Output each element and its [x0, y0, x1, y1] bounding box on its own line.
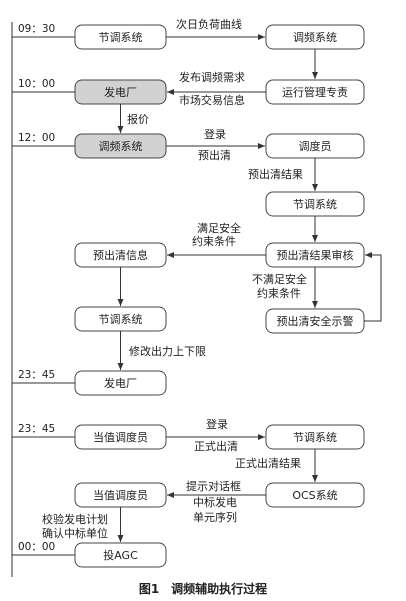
time-label-2345-b: 23：45: [18, 423, 55, 435]
edge-label-baojia: 报价: [127, 112, 149, 126]
edge-label-manzu-2: 约束条件: [192, 234, 236, 248]
node-yuchuqing-shenhe-label: 预出清结果审核: [277, 248, 354, 262]
edge-label-denglu-2: 登录: [206, 417, 228, 431]
edge-label-manzu-1: 满足安全: [197, 221, 241, 235]
node-fadianchang-1-label: 发电厂: [104, 85, 137, 99]
node-jietiao-3-label: 节调系统: [99, 313, 143, 326]
edge-label-jiaoyan-1: 校验发电计划: [42, 512, 108, 526]
node-diaoduyuan-label: 调度员: [299, 139, 332, 153]
node-anquan-shijing-label: 预出清安全示警: [277, 314, 354, 328]
node-ocs-label: OCS系统: [292, 489, 337, 502]
edge-label-zhengshi-jieguo: 正式出清结果: [235, 456, 301, 470]
edge-label-fuhe: 次日负荷曲线: [176, 17, 242, 31]
edge-label-jieguo: 预出清结果: [248, 167, 303, 181]
time-label-0930: 09：30: [18, 23, 55, 35]
edge-label-tishi: 提示对话框: [186, 479, 241, 493]
time-label-0000: 00：00: [18, 541, 55, 553]
edge-label-zhengshi: 正式出清: [194, 439, 238, 453]
node-jietiao-2-label: 节调系统: [293, 198, 337, 211]
edge-label-yuchuqing: 预出清: [198, 148, 231, 162]
node-tiaopin-xitong-label: 调频系统: [293, 30, 337, 44]
figure-caption: 图1 调频辅助执行过程: [139, 581, 267, 596]
edge-label-zhongbiao-2: 单元序列: [193, 510, 237, 524]
time-label-1200: 12：00: [18, 132, 55, 144]
edge-label-fabu-2: 市场交易信息: [179, 93, 245, 107]
edge-label-bumanzu-1: 不满足安全: [252, 272, 307, 286]
edge-label-jiaoyan-2: 确认中标单位: [42, 526, 108, 540]
edge-label-denglu-1: 登录: [204, 127, 226, 141]
node-yuchuqing-xinxi-label: 预出清信息: [93, 248, 148, 262]
node-jietiao-4-label: 节调系统: [293, 431, 337, 444]
node-fadianchang-2-label: 发电厂: [104, 376, 137, 390]
node-tou-agc: [74, 542, 167, 568]
edge-label-xiugai: 修改出力上下限: [129, 344, 206, 358]
edge-label-bumanzu-2: 约束条件: [257, 286, 301, 300]
node-dangzhi-2-label: 当值调度员: [93, 488, 148, 502]
edge-label-fabu-1: 发布调频需求: [179, 70, 245, 84]
edge-shijing-loop-back: [364, 252, 382, 322]
node-tiaopin-2-label: 调频系统: [99, 139, 143, 153]
edge-label-zhongbiao-1: 中标发电: [193, 495, 237, 509]
time-label-2345-a: 23：45: [18, 369, 55, 381]
node-yunxing-guanli-label: 运行管理专责: [282, 85, 348, 99]
node-dangzhi-1-label: 当值调度员: [93, 430, 148, 444]
node-tou-agc-label: 投AGC: [103, 548, 138, 562]
node-fadianchang-2: [74, 370, 167, 396]
node-jietiao-1-label: 节调系统: [99, 31, 143, 44]
time-label-1000: 10：00: [18, 78, 55, 90]
